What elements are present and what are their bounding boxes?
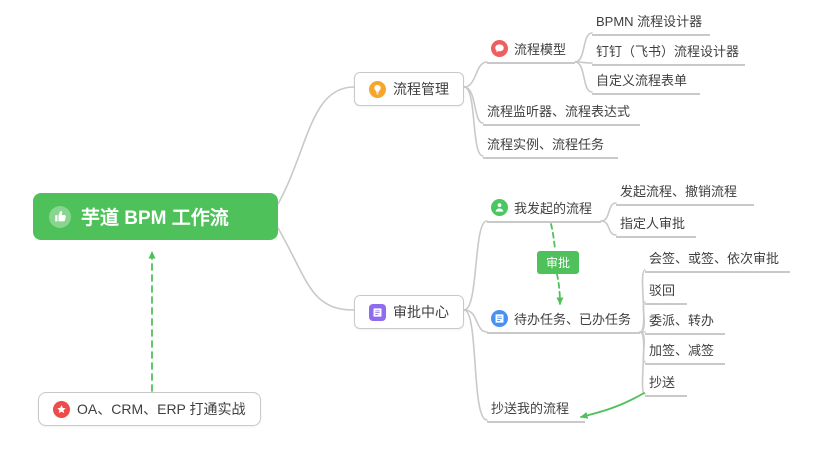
node-label: 加签、减签 <box>649 343 715 358</box>
user-icon <box>491 199 508 216</box>
clipboard-icon <box>491 310 508 327</box>
relation-label-approval[interactable]: 审批 <box>537 251 580 274</box>
relation-label-text: 审批 <box>546 256 571 270</box>
node-cc[interactable]: 抄送 <box>645 370 687 397</box>
node-assigned-approval[interactable]: 指定人审批 <box>616 211 696 238</box>
document-icon <box>369 303 386 321</box>
node-label: 流程模型 <box>514 42 567 57</box>
node-label: BPMN 流程设计器 <box>596 14 703 29</box>
node-approval-center[interactable]: 审批中心 <box>354 295 464 329</box>
node-label: OA、CRM、ERP 打通实战 <box>77 401 246 417</box>
thumbs-up-icon <box>49 205 71 228</box>
edge-ac-todo <box>463 309 488 333</box>
node-delegate-transfer[interactable]: 委派、转办 <box>645 308 725 335</box>
node-label: 审批中心 <box>393 304 449 320</box>
edge-model-bpmn <box>574 32 593 63</box>
edge-ac-initiated <box>463 220 488 311</box>
edge-initiated-to-badge <box>550 223 556 250</box>
edge-pm-instance <box>463 86 484 157</box>
node-label: 待办任务、已办任务 <box>514 312 632 327</box>
node-label: 会签、或签、依次审批 <box>649 251 780 266</box>
edge-initiated-initiate <box>600 202 617 222</box>
node-reject[interactable]: 驳回 <box>645 278 687 305</box>
star-icon <box>53 400 70 418</box>
node-process-management[interactable]: 流程管理 <box>354 72 464 106</box>
node-add-remove-sign[interactable]: 加签、减签 <box>645 338 725 365</box>
edge-cc-to-ccmy-arrow <box>580 392 645 419</box>
edge-initiated-assigned <box>600 220 617 236</box>
node-label: 流程实例、流程任务 <box>487 137 605 152</box>
node-process-model[interactable]: 流程模型 <box>487 37 575 64</box>
edge-badge-to-todo-arrow <box>556 273 564 305</box>
node-label: 我发起的流程 <box>514 201 593 216</box>
node-bpmn-designer[interactable]: BPMN 流程设计器 <box>592 9 710 36</box>
edge-root-approval-center <box>277 227 355 311</box>
node-label: 委派、转办 <box>649 313 715 328</box>
node-my-initiated[interactable]: 我发起的流程 <box>487 196 601 223</box>
node-countersign[interactable]: 会签、或签、依次审批 <box>645 246 790 273</box>
node-label: 抄送 <box>649 375 676 390</box>
node-label: 指定人审批 <box>620 216 686 231</box>
edge-ac-ccmy <box>463 309 488 421</box>
edge-todo-reject <box>639 301 646 333</box>
node-oa-practice[interactable]: OA、CRM、ERP 打通实战 <box>38 392 261 426</box>
edge-root-process-management <box>277 86 355 205</box>
node-todo-done[interactable]: 待办任务、已办任务 <box>487 307 640 334</box>
node-dingtalk-designer[interactable]: 钉钉（飞书）流程设计器 <box>592 39 745 66</box>
node-label: 抄送我的流程 <box>491 401 570 416</box>
node-custom-form[interactable]: 自定义流程表单 <box>592 68 700 95</box>
node-label: 自定义流程表单 <box>596 73 688 88</box>
node-label: 钉钉（飞书）流程设计器 <box>596 44 740 59</box>
edge-model-customform <box>574 61 593 93</box>
node-root[interactable]: 芋道 BPM 工作流 <box>33 193 278 240</box>
node-cc-my-process[interactable]: 抄送我的流程 <box>487 396 585 423</box>
node-label: 发起流程、撤销流程 <box>620 184 738 199</box>
node-label: 芋道 BPM 工作流 <box>81 208 229 229</box>
lightbulb-icon <box>369 80 386 98</box>
node-instance-task[interactable]: 流程实例、流程任务 <box>483 132 618 159</box>
node-listener-expression[interactable]: 流程监听器、流程表达式 <box>483 99 640 126</box>
chat-bubble-icon <box>491 40 508 57</box>
node-label: 流程管理 <box>393 81 449 97</box>
edge-pm-model <box>463 61 488 88</box>
node-label: 驳回 <box>649 283 676 298</box>
node-label: 流程监听器、流程表达式 <box>487 104 631 119</box>
node-initiate-cancel[interactable]: 发起流程、撤销流程 <box>616 179 754 206</box>
